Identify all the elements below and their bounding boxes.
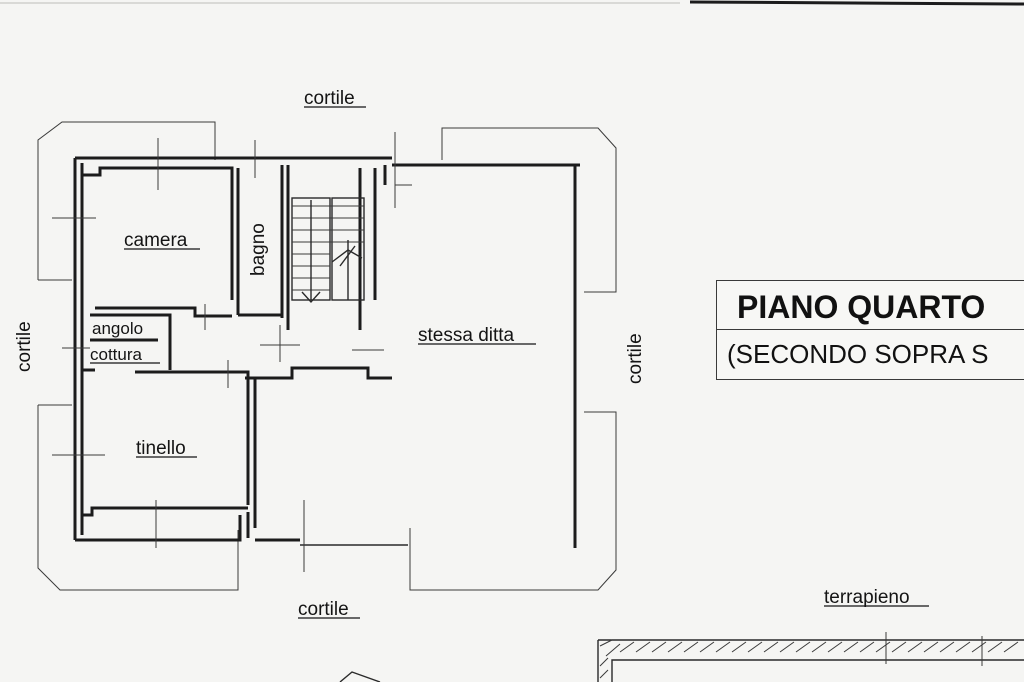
label-tinello: tinello bbox=[136, 438, 186, 459]
room-labels: cortile cortile cortile cortile camera b… bbox=[14, 88, 929, 620]
courtyard-outlines bbox=[37, 121, 617, 591]
floor-subtitle: (SECONDO SOPRA S bbox=[727, 339, 989, 369]
label-cortile-right: cortile bbox=[625, 333, 646, 384]
label-bagno: bagno bbox=[248, 223, 269, 276]
label-cortile-bottom: cortile bbox=[298, 599, 349, 620]
label-camera: camera bbox=[124, 230, 188, 251]
top-border-line bbox=[689, 0, 1024, 6]
walls bbox=[73, 156, 580, 548]
label-terrapieno: terrapieno bbox=[824, 587, 910, 608]
staircase bbox=[291, 197, 365, 304]
floor-title-box: PIANO QUARTO (SECONDO SOPRA S bbox=[716, 280, 1024, 380]
floor-title: PIANO QUARTO bbox=[737, 289, 986, 325]
label-cortile-left: cortile bbox=[14, 321, 35, 372]
window-ticks bbox=[52, 132, 412, 572]
label-stessa-ditta: stessa ditta bbox=[418, 325, 515, 346]
label-angolo: angolo bbox=[92, 319, 143, 338]
title-divider bbox=[717, 329, 1024, 330]
label-cottura: cottura bbox=[90, 345, 143, 364]
label-cortile-top: cortile bbox=[304, 88, 355, 109]
lower-structure bbox=[339, 632, 1024, 682]
